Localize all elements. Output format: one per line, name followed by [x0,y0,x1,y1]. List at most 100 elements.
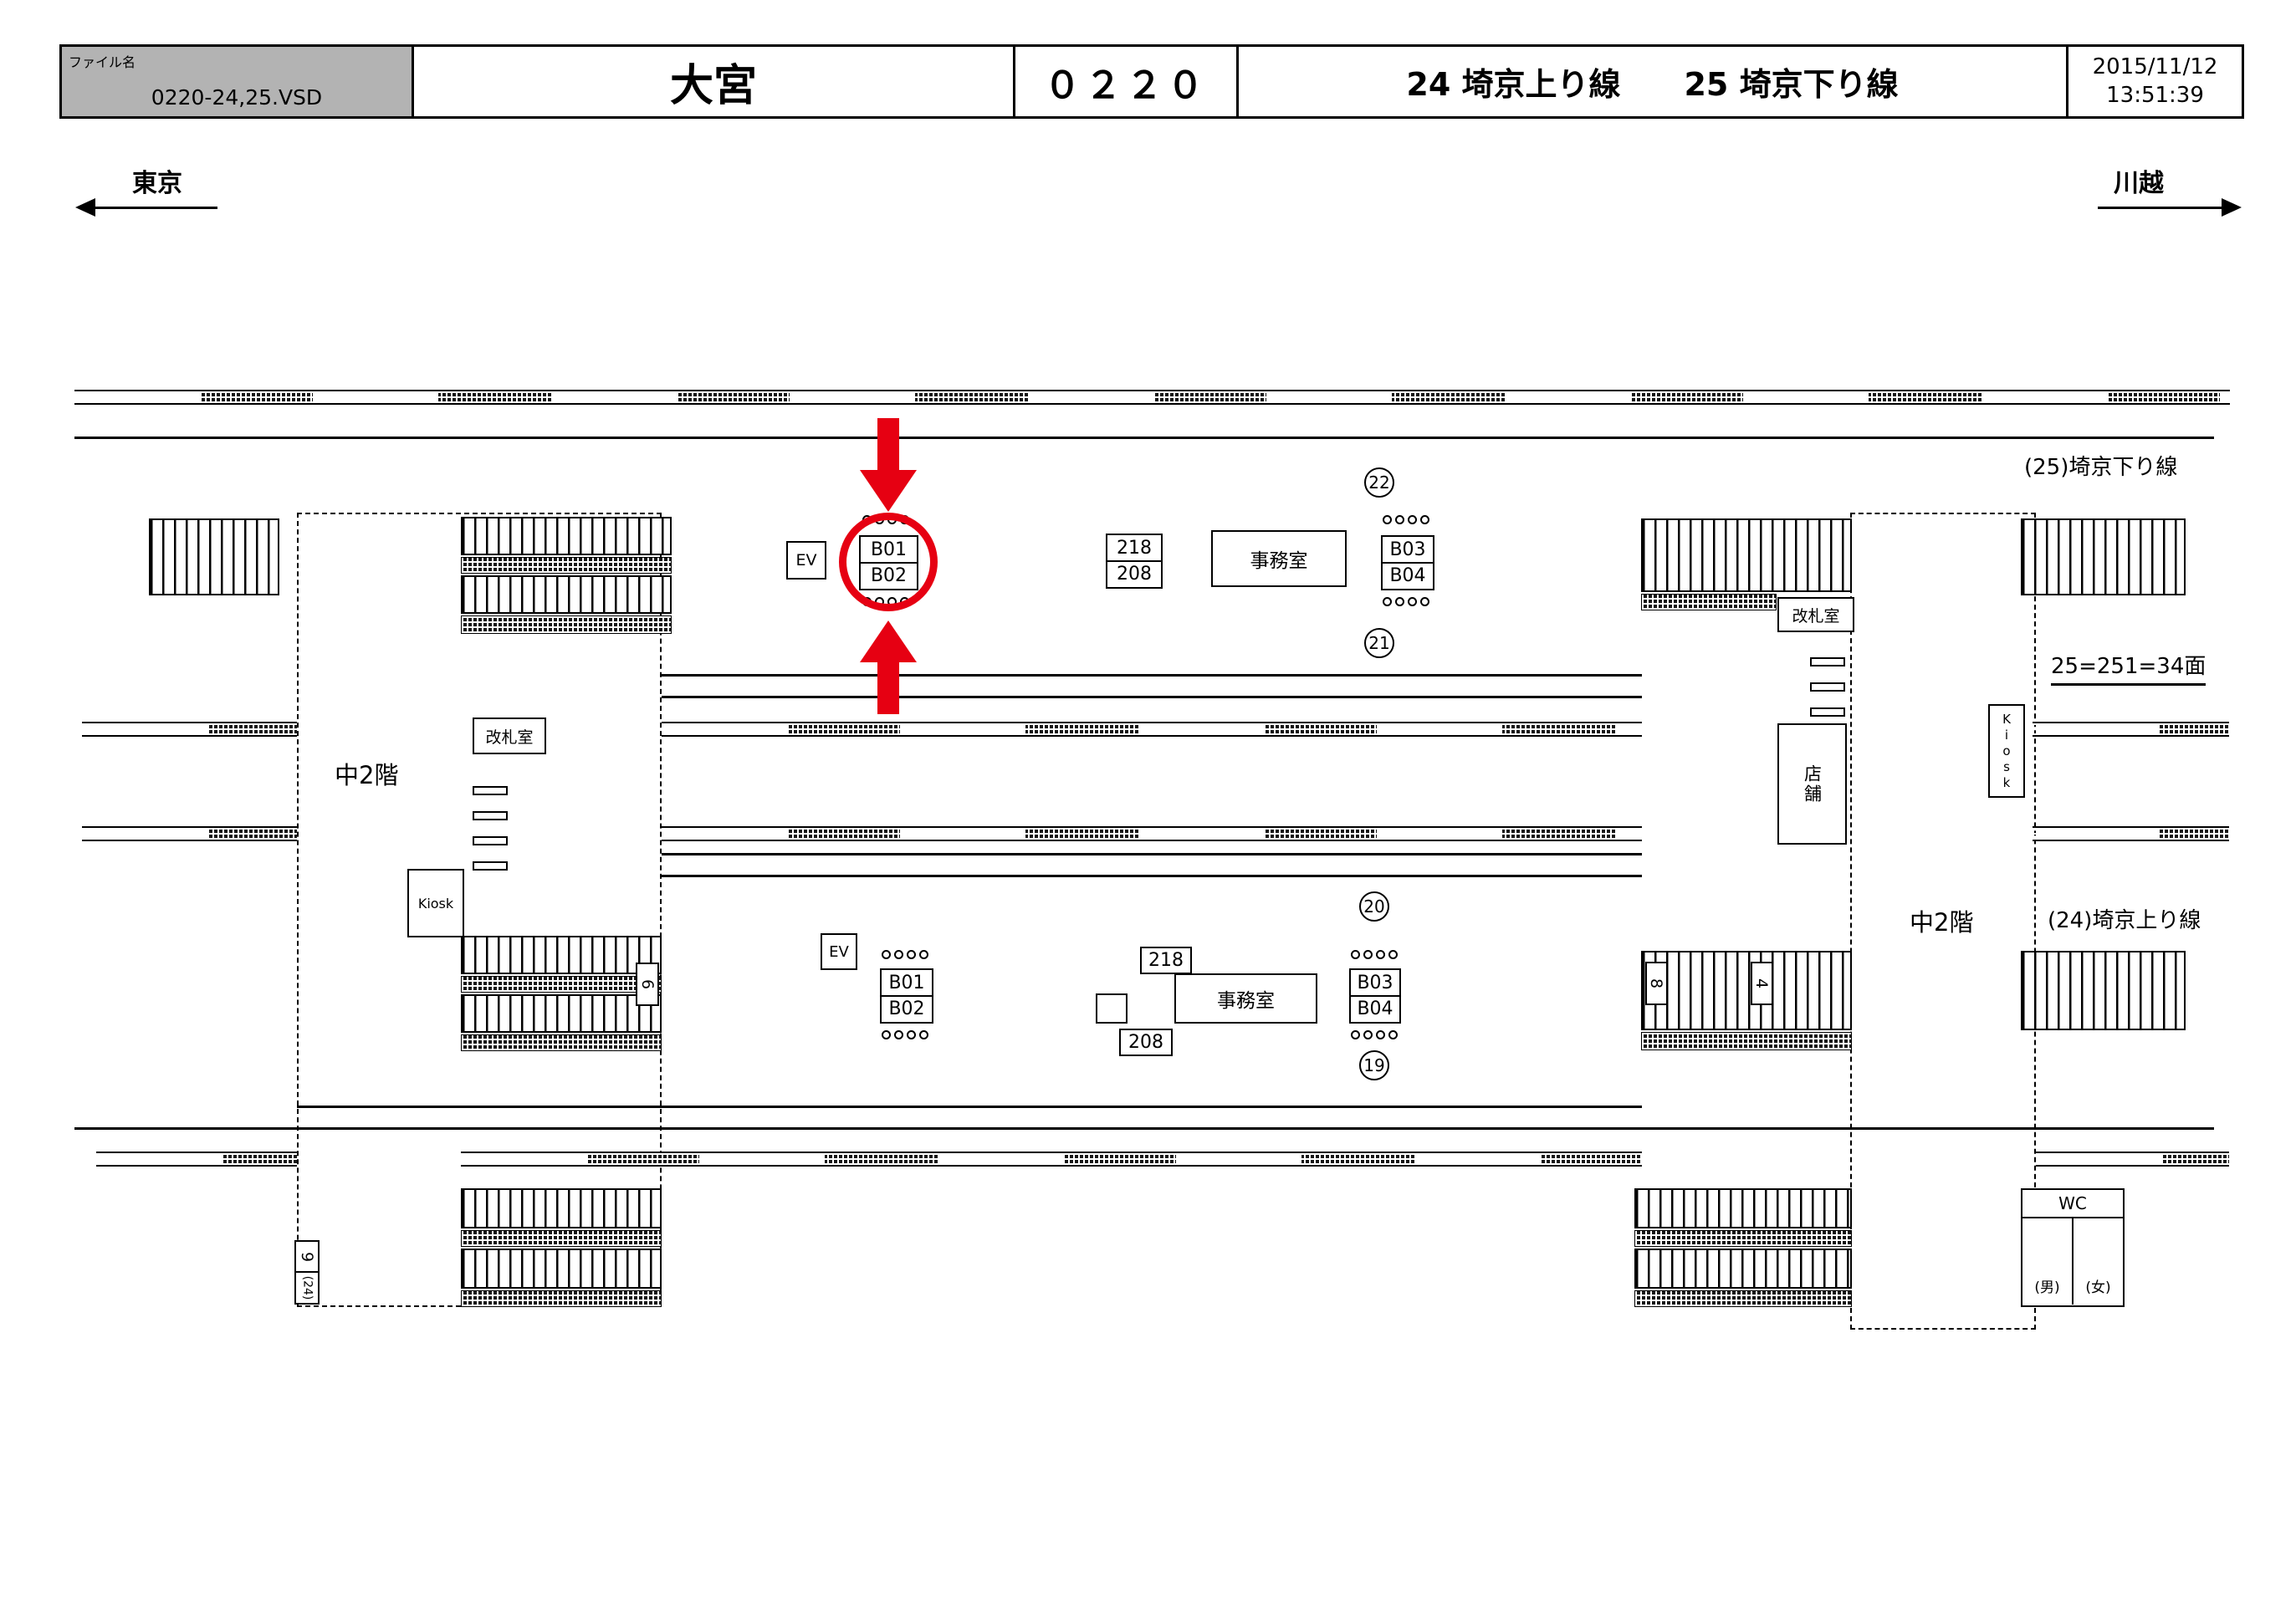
tactile-strip [461,1230,662,1247]
stairs-bottom-left [461,1188,662,1228]
track-24-strip [461,1152,1642,1167]
station-code: ０２２０ [1013,47,1236,116]
kiosk-left: Kiosk [407,869,464,937]
sign-b03-upper: B03 [1381,535,1434,564]
ticket-machine-icon [473,836,508,845]
stair-number-4-text: 4 [1752,978,1772,989]
tactile-strip [461,1290,662,1307]
stairs-upper-right [1641,518,1852,592]
sign-b01-b02-lower: B01 B02 [880,968,933,1024]
track-24-strip [2036,1152,2229,1167]
tactile-strip [1641,594,1777,610]
track-strip [82,826,297,841]
sign-b03-lower: B03 [1349,968,1401,997]
track-25-label: (25)埼京下り線 [2024,455,2178,480]
wc-female-label: (女) [2085,1279,2111,1296]
date-text: 2015/11/12 [2092,54,2218,79]
stair-number-6: 6 [636,963,659,1006]
platform-edge-line [662,696,1642,698]
wc-label: WC [2022,1190,2123,1218]
bench-icon [1383,597,1429,606]
track-number-22: 22 [1364,467,1394,498]
tokyo-arrow-icon [75,198,95,217]
mezzanine-left-label: 中2階 [335,761,399,789]
track-25-formula: 25=251=34面 [2051,649,2207,686]
ticket-machine-icon [473,861,508,871]
elevator-lower: EV [821,933,857,970]
office-lower: 事務室 [1174,973,1317,1024]
file-name: 0220-24,25.VSD [151,85,323,110]
track-strip [2033,826,2229,841]
tactile-strip [461,557,672,574]
sign-208-lower: 208 [1119,1029,1173,1056]
sign-208-upper: 208 [1106,559,1163,589]
platform-edge-line [662,875,1642,877]
stairs-bottom-right [1634,1249,1852,1289]
stairs-upper-center [461,517,672,555]
platform-edge-line [662,674,1642,677]
track-strip [2033,722,2229,737]
sign-b03-b04-upper: B03 B04 [1381,535,1434,590]
stair-number-9-note: (24) [294,1271,320,1305]
ticket-machine-icon [1810,682,1845,692]
file-cell: ファイル名 0220-24,25.VSD [62,47,412,116]
time-text: 13:51:39 [2106,82,2204,108]
ticket-machine-icon [473,786,508,795]
bench-icon [882,1030,928,1039]
office-upper: 事務室 [1211,530,1347,587]
tactile-strip [1634,1290,1852,1307]
sign-218-upper: 218 [1106,534,1163,562]
file-label: ファイル名 [69,54,136,70]
stairs-upper-center [461,575,672,614]
stair-number-4: 4 [1751,962,1773,1005]
bench-icon [1383,515,1429,524]
sign-b02-lower: B02 [880,994,933,1024]
platform-edge-line [662,853,1642,855]
kawagoe-arrow-icon [2222,198,2242,217]
track-strip [662,722,1642,737]
tokyo-arrow-line [94,207,217,209]
station-title: 大宮 [412,47,1013,116]
track-number-19: 19 [1359,1050,1389,1080]
wc-male-label: (男) [2022,1218,2074,1305]
stair-number-9-text: 9 [298,1251,316,1263]
bench-icon [1351,950,1398,959]
sign-b01-lower: B01 [880,968,933,997]
bench-icon [882,950,928,959]
highlight-arrow-up-icon [860,620,917,714]
datetime-cell: 2015/11/12 13:51:39 [2066,47,2242,116]
shop-upper-right: 店舗 [1777,723,1847,845]
tactile-strip [461,976,662,993]
highlight-arrow-down-icon [860,418,917,512]
track-24-strip [96,1152,297,1167]
line-names: 24 埼京上り線 25 埼京下り線 [1236,47,2066,116]
stairs-bottom-right [1634,1188,1852,1228]
track-strip [662,826,1642,841]
tactile-strip [461,1034,662,1051]
elevator-upper: EV [786,541,826,580]
stair-number-8-text: 8 [1647,978,1666,989]
gate-room-upper-right: 改札室 [1777,597,1854,632]
platform-edge-line [74,437,2214,439]
platform-edge-line [297,1106,1642,1108]
stairs-lower-center [461,994,662,1033]
sign-218-208-upper: 218 208 [1106,534,1163,589]
tactile-strip [461,615,672,634]
track-number-21: 21 [1364,628,1394,658]
header-bar: ファイル名 0220-24,25.VSD 大宮 ０２２０ 24 埼京上り線 25… [59,44,2244,119]
stairs-bottom-left [461,1249,662,1289]
track-number-20: 20 [1359,891,1389,922]
sign-b04-upper: B04 [1381,561,1434,590]
direction-kawagoe-label: 川越 [2114,169,2164,198]
stair-number-9-note-text: (24) [300,1275,314,1300]
stairs-upper-left [149,518,279,595]
bench-icon [1351,1030,1398,1039]
sign-218-lower: 218 [1140,947,1192,974]
track-25-strip [74,390,2230,405]
ticket-machine-icon [1810,657,1845,666]
track-24-label: (24)埼京上り線 [2048,908,2201,933]
stair-number-9: 9 [294,1240,320,1274]
direction-tokyo-label: 東京 [132,169,182,198]
kawagoe-arrow-line [2098,207,2222,209]
